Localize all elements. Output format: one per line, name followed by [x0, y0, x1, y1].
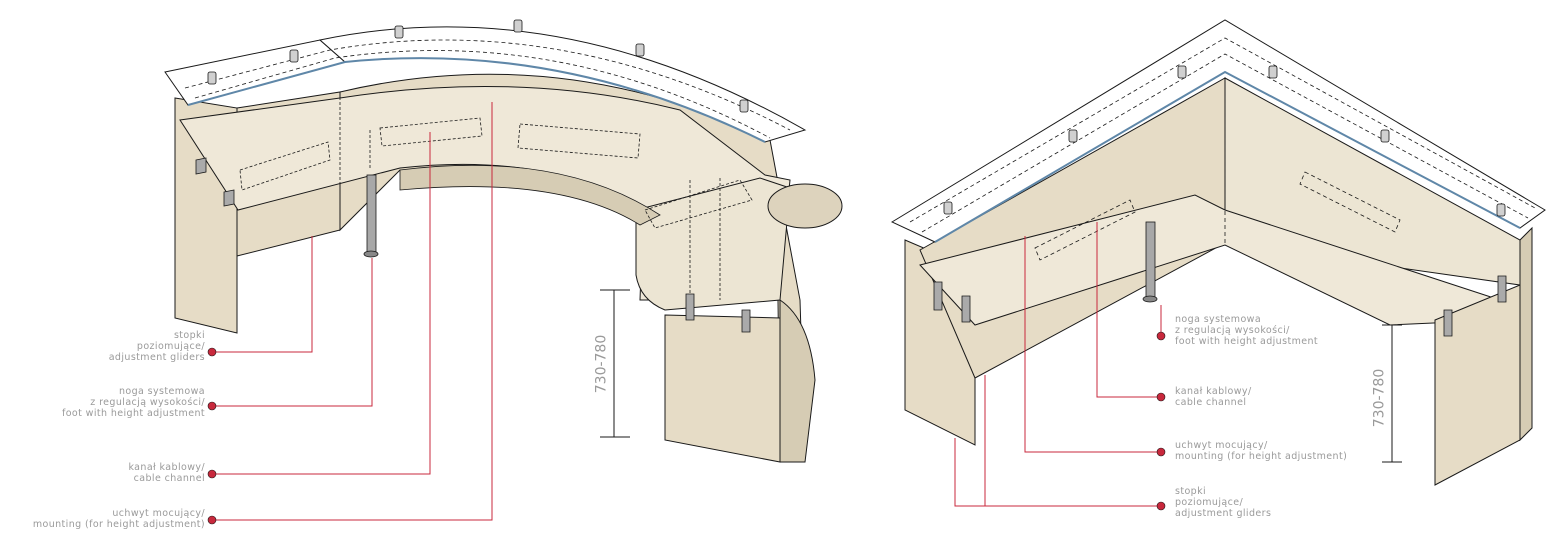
- left-desk-system-leg: [366, 174, 377, 254]
- left-gliders-label: stopki poziomujące/ adjustment gliders: [40, 330, 205, 363]
- left-mount-line-1: uchwyt mocujący/: [112, 508, 205, 519]
- left-desk-dashed-line: [184, 39, 791, 131]
- right-desk-right-side: [1519, 226, 1533, 442]
- left-desk-leader-dots: [207, 347, 217, 525]
- left-leg-line-1: noga systemowa: [118, 386, 205, 397]
- left-desk: [164, 19, 843, 525]
- right-desk-mounting-brackets: [933, 275, 1507, 337]
- right-mount-line-2: mounting (for height adjustment): [1175, 451, 1348, 462]
- left-desk-inner-curve: [399, 164, 661, 226]
- left-cable-line-1: kanał kablowy/: [128, 462, 205, 473]
- left-desk-dashed-line: [194, 50, 771, 139]
- left-cable-label: kanał kablowy/ cable channel: [40, 462, 205, 484]
- left-desk-outer-curve-end: [779, 299, 816, 463]
- left-desk-mounting-brackets: [195, 157, 751, 333]
- right-gliders-label: stopki poziomujące/ adjustment gliders: [1175, 486, 1335, 519]
- right-gliders-line-1: stopki: [1175, 486, 1207, 497]
- left-desk-leader-lines: [212, 102, 493, 521]
- right-desk-dashed-lines: [909, 37, 1536, 261]
- left-gliders-line-1: stopki: [173, 330, 205, 341]
- right-desk-leader-dots: [1156, 331, 1166, 511]
- left-desk-glass-supports: [207, 19, 749, 113]
- left-leg-label: noga systemowa z regulacją wysokości/ fo…: [0, 386, 205, 419]
- right-mount-line-1: uchwyt mocujący/: [1175, 440, 1268, 451]
- left-desk-dimension-line: [600, 289, 630, 438]
- right-cable-line-2: cable channel: [1175, 397, 1247, 408]
- left-mount-line-2: mounting (for height adjustment): [32, 519, 205, 530]
- left-dimension-label: 730-780: [593, 334, 610, 394]
- right-desk-leg-foot: [1142, 295, 1158, 303]
- right-leg-line-2: z regulacją wysokości/: [1175, 325, 1290, 336]
- right-desk-leader-lines: [954, 222, 1162, 507]
- right-desk-glass-supports: [943, 65, 1506, 217]
- right-desk-dimension-line: [1382, 324, 1402, 463]
- left-desk-return-surface: [635, 177, 791, 311]
- right-mount-label: uchwyt mocujący/ mounting (for height ad…: [1175, 440, 1375, 462]
- right-dimension-label: 730-780: [1371, 368, 1388, 428]
- left-gliders-line-3: adjustment gliders: [108, 352, 205, 363]
- right-desk-glass-edge: [934, 70, 1521, 243]
- left-desk-glass-edge: [187, 57, 766, 143]
- right-cable-line-1: kanał kablowy/: [1175, 386, 1252, 397]
- left-desk-round-top: [767, 183, 843, 229]
- right-gliders-line-3: adjustment gliders: [1175, 508, 1272, 519]
- left-gliders-line-2: poziomujące/: [136, 341, 205, 352]
- right-gliders-line-2: poziomujące/: [1175, 497, 1244, 508]
- right-leg-label: noga systemowa z regulacją wysokości/ fo…: [1175, 314, 1375, 347]
- left-desk-leg-foot: [363, 250, 379, 258]
- right-desk-system-leg: [1145, 221, 1156, 299]
- left-mount-label: uchwyt mocujący/ mounting (for height ad…: [0, 508, 205, 530]
- left-desk-right-end-panel: [664, 314, 781, 463]
- right-leg-line-1: noga systemowa: [1175, 314, 1262, 325]
- left-desk-cable-channels: [239, 92, 753, 300]
- right-leg-line-3: foot with height adjustment: [1175, 336, 1319, 347]
- left-leg-line-2: z regulacją wysokości/: [90, 397, 205, 408]
- right-cable-label: kanał kablowy/ cable channel: [1175, 386, 1335, 408]
- right-desk: [890, 19, 1546, 511]
- left-leg-line-3: foot with height adjustment: [61, 408, 205, 419]
- left-cable-line-2: cable channel: [133, 473, 205, 484]
